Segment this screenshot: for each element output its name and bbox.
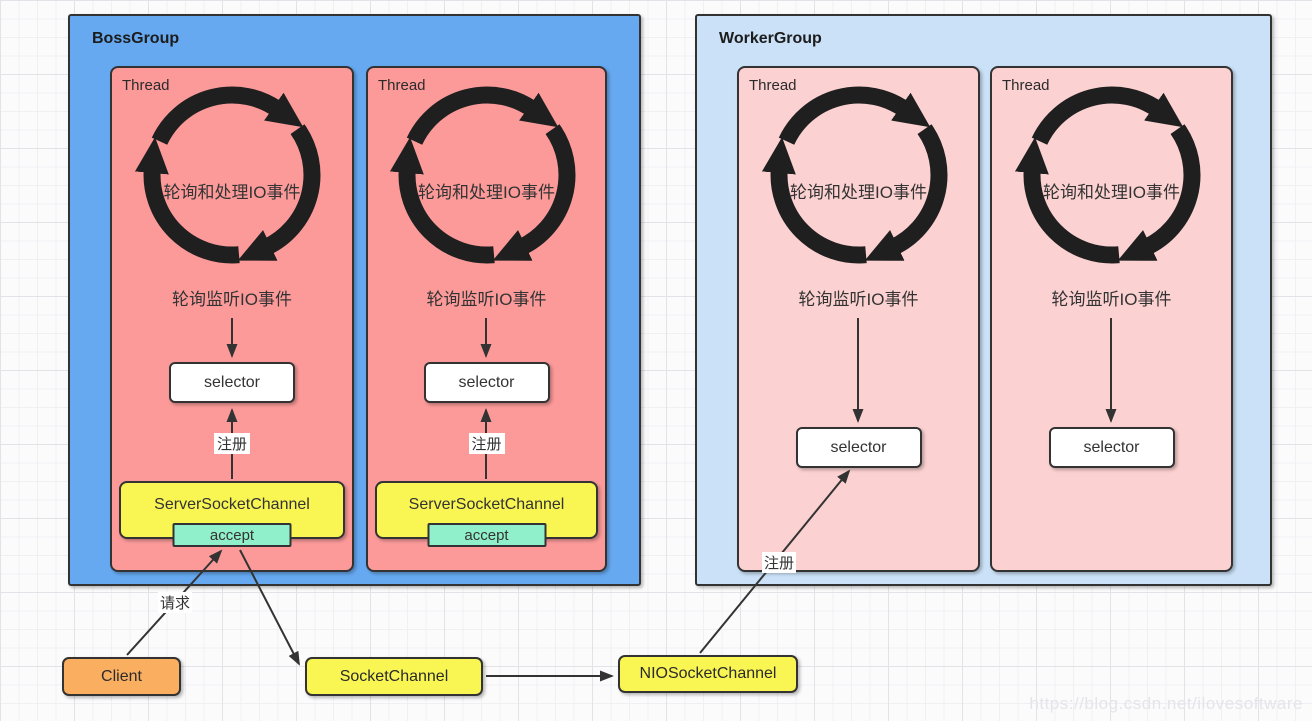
- selector-box: selector: [423, 362, 550, 403]
- thread-label: Thread: [749, 77, 797, 94]
- register-worker-edge-label: 注册: [762, 552, 797, 573]
- cycle-bottom-label: 轮询监听IO事件: [798, 290, 919, 309]
- cycle-bottom-label: 轮询监听IO事件: [1051, 290, 1172, 309]
- thread-label: Thread: [122, 77, 170, 94]
- cycle-bottom-label: 轮询监听IO事件: [172, 290, 292, 309]
- boss-thread-2: Thread 轮询和处理IO事件 轮询监听IO事件 selector 注册 Se…: [366, 66, 607, 572]
- event-loop-cycle-icon: [134, 86, 321, 264]
- selector-box: selector: [1048, 427, 1175, 468]
- accept-box: accept: [427, 523, 546, 547]
- cycle-center-label: 轮询和处理IO事件: [163, 183, 301, 202]
- request-edge-label: 请求: [158, 592, 193, 613]
- worker-thread-1: Thread 轮询和处理IO事件 轮询监听IO事件 selector: [737, 66, 980, 572]
- cycle-center-label: 轮询和处理IO事件: [790, 183, 927, 202]
- client-box: Client: [62, 657, 181, 696]
- watermark-text: https://blog.csdn.net/ilovesoftware: [1029, 694, 1303, 713]
- worker-group-box: WorkerGroup Thread 轮询和处理IO事件 轮询监听IO事件 se…: [695, 14, 1272, 586]
- event-loop-cycle-icon: [389, 86, 575, 264]
- event-loop-cycle-icon: [761, 86, 947, 264]
- boss-group-box: BossGroup Thread 轮询和处理IO事件 轮询监听IO事件 sele…: [68, 14, 641, 586]
- boss-group-title: BossGroup: [92, 30, 180, 47]
- cycle-bottom-label: 轮询监听IO事件: [426, 290, 547, 309]
- worker-group-title: WorkerGroup: [719, 30, 822, 47]
- boss-thread-1: Thread 轮询和处理IO事件 轮询监听IO事件 selector 注册 Se…: [110, 66, 354, 572]
- accept-box: accept: [172, 523, 292, 547]
- thread-label: Thread: [378, 77, 426, 94]
- register-edge-label: 注册: [468, 433, 505, 454]
- selector-box: selector: [795, 427, 922, 468]
- cycle-center-label: 轮询和处理IO事件: [1043, 183, 1180, 202]
- register-edge-label: 注册: [213, 433, 251, 454]
- event-loop-cycle-icon: [1014, 86, 1200, 264]
- nio-socket-channel-box: NIOSocketChannel: [618, 655, 798, 693]
- selector-box: selector: [169, 362, 295, 403]
- thread-label: Thread: [1002, 77, 1050, 94]
- cycle-center-label: 轮询和处理IO事件: [418, 183, 555, 202]
- socket-channel-box: SocketChannel: [305, 657, 483, 696]
- worker-thread-2: Thread 轮询和处理IO事件 轮询监听IO事件 selector: [990, 66, 1233, 572]
